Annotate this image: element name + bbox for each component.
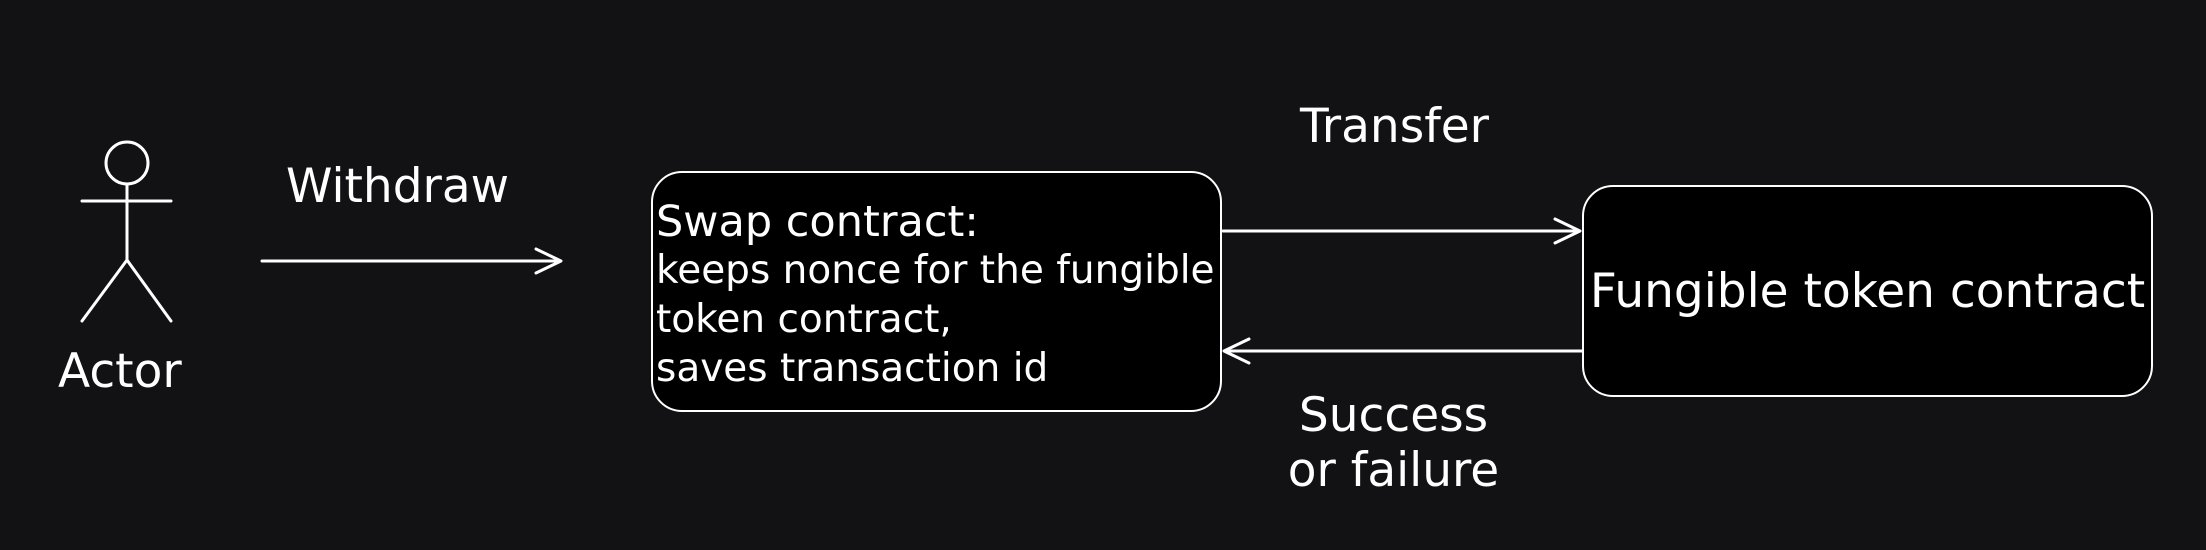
actor-left-leg: [80, 258, 129, 323]
actor-head: [104, 140, 150, 186]
withdraw-label: Withdraw: [286, 159, 510, 214]
swap-contract-details: keeps nonce for the fungible token contr…: [656, 248, 1215, 391]
fungible-token-contract-node: Fungible token contract: [1582, 185, 2153, 397]
fungible-token-contract-label: Fungible token contract: [1589, 263, 2146, 319]
response-arrow-head: [1222, 337, 1251, 365]
success-or-failure-label: Success or failure: [1287, 388, 1500, 498]
response-arrow: [1222, 337, 1584, 365]
actor-label: Actor: [58, 344, 182, 399]
withdraw-arrow: [260, 247, 563, 275]
transfer-label: Transfer: [1300, 99, 1489, 154]
transfer-arrow-head: [1553, 217, 1582, 245]
actor-figure: [80, 140, 173, 323]
transfer-arrow: [1221, 217, 1582, 245]
actor-right-leg: [125, 258, 173, 323]
swap-contract-node: Swap contract: keeps nonce for the fungi…: [651, 171, 1222, 412]
withdraw-arrow-head: [534, 247, 563, 275]
swap-contract-title: Swap contract:: [656, 197, 979, 247]
